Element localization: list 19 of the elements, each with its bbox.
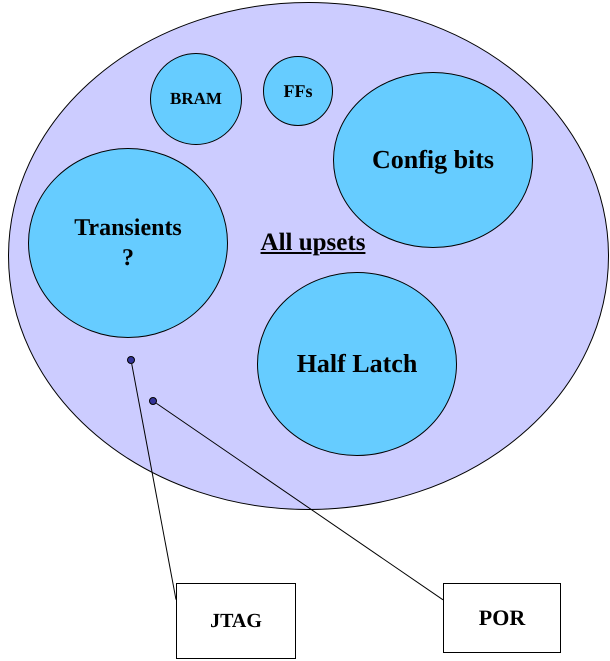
category-circle bbox=[257, 272, 457, 456]
node-label: Config bits bbox=[372, 144, 494, 176]
node-label: Half Latch bbox=[296, 348, 418, 380]
category-circle bbox=[263, 56, 333, 126]
set-label: All upsets bbox=[260, 228, 366, 258]
node-label: BRAM bbox=[170, 88, 222, 110]
point-dot bbox=[127, 356, 135, 364]
category-circle bbox=[28, 148, 228, 338]
node-label: Transients ? bbox=[73, 214, 183, 273]
leader-line bbox=[156, 402, 444, 600]
node-label: FFs bbox=[284, 80, 312, 102]
leader-line bbox=[131, 363, 176, 600]
node-label: JTAG bbox=[210, 608, 262, 634]
point-dot bbox=[149, 397, 157, 405]
category-circle bbox=[150, 53, 242, 145]
label-box bbox=[176, 583, 296, 659]
set-ellipse bbox=[8, 2, 609, 510]
label-box bbox=[443, 583, 561, 653]
node-label: POR bbox=[478, 604, 526, 632]
